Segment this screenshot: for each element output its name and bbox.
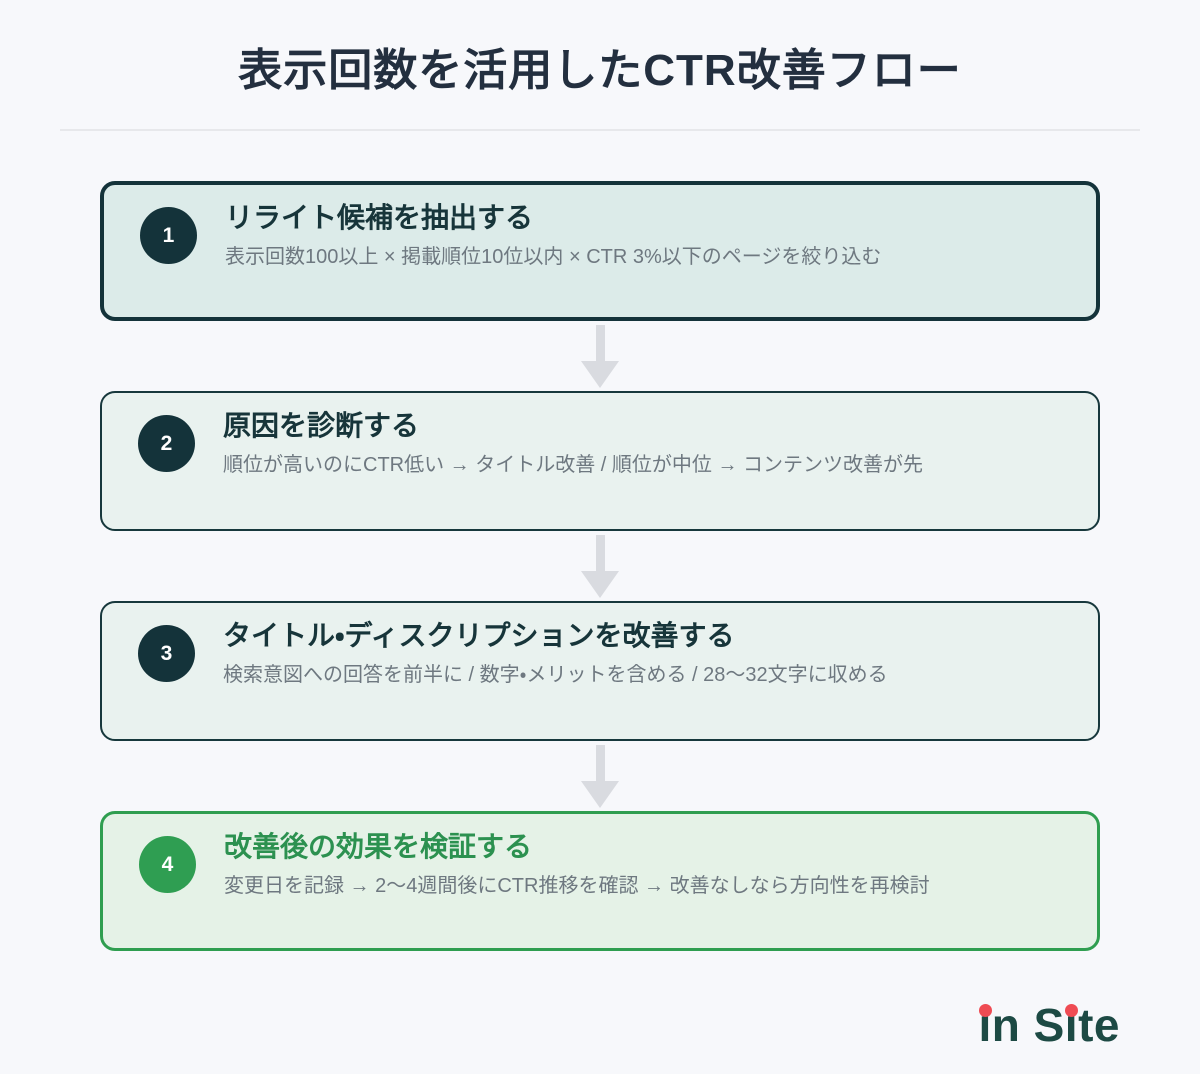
step-text: 原因を診断する 順位が高いのにCTR低い → タイトル改善 / 順位が中位 → … — [223, 409, 923, 479]
arrow-head — [581, 780, 619, 808]
arrow-down-icon — [100, 531, 1100, 601]
step-number-badge: 3 — [138, 625, 195, 683]
step-description: 検索意図への回答を前半に / 数字・メリットを含める / 28〜32文字に収める — [223, 663, 888, 686]
step-title: 改善後の効果を検証する — [224, 831, 533, 862]
step-row: 3 タイトル・ディスクリプションを改善する 検索意図への回答を前半に / 数字・… — [138, 619, 1068, 689]
arrow-shaft — [595, 744, 605, 781]
title-divider — [60, 129, 1140, 131]
step-card-1: 1 リライト候補を抽出する 表示回数100以上 × 掲載順位10位以内 × CT… — [100, 181, 1100, 321]
step-description: 表示回数100以上 × 掲載順位10位以内 × CTR 3%以下のページを絞り込… — [225, 245, 882, 268]
step-title: リライト候補を抽出する — [225, 202, 534, 233]
arrow-shaft — [595, 534, 605, 571]
step-description: 順位が高いのにCTR低い → タイトル改善 / 順位が中位 → コンテンツ改善が… — [223, 453, 923, 476]
flow-steps: 1 リライト候補を抽出する 表示回数100以上 × 掲載順位10位以内 × CT… — [100, 181, 1100, 951]
step-description: 変更日を記録 → 2〜4週間後にCTR推移を確認 → 改善なしなら方向性を再検討 — [224, 874, 930, 897]
step-number-badge: 4 — [139, 836, 196, 894]
arrow-down-icon — [100, 321, 1100, 391]
step-card-4: 4 改善後の効果を検証する 変更日を記録 → 2〜4週間後にCTR推移を確認 →… — [100, 811, 1100, 951]
arrow-head — [581, 360, 619, 388]
infographic-page: 表示回数を活用したCTR改善フロー 1 リライト候補を抽出する 表示回数100以… — [0, 34, 1200, 1048]
step-card-3: 3 タイトル・ディスクリプションを改善する 検索意図への回答を前半に / 数字・… — [100, 601, 1100, 741]
step-number-badge: 1 — [140, 207, 197, 265]
arrow-shaft — [595, 324, 605, 361]
step-number-badge: 2 — [138, 415, 195, 473]
arrow-head — [581, 570, 619, 598]
step-row: 4 改善後の効果を検証する 変更日を記録 → 2〜4週間後にCTR推移を確認 →… — [139, 830, 1067, 900]
step-card-2: 2 原因を診断する 順位が高いのにCTR低い → タイトル改善 / 順位が中位 … — [100, 391, 1100, 531]
step-text: 改善後の効果を検証する 変更日を記録 → 2〜4週間後にCTR推移を確認 → 改… — [224, 830, 930, 900]
step-title: タイトル・ディスクリプションを改善する — [223, 620, 735, 651]
step-row: 2 原因を診断する 順位が高いのにCTR低い → タイトル改善 / 順位が中位 … — [138, 409, 1068, 479]
step-row: 1 リライト候補を抽出する 表示回数100以上 × 掲載順位10位以内 × CT… — [140, 201, 1066, 271]
logo: ın Sıte — [978, 999, 1120, 1051]
page-title: 表示回数を活用したCTR改善フロー — [238, 46, 962, 95]
step-text: タイトル・ディスクリプションを改善する 検索意図への回答を前半に / 数字・メリ… — [223, 619, 888, 689]
step-title: 原因を診断する — [223, 410, 420, 441]
step-text: リライト候補を抽出する 表示回数100以上 × 掲載順位10位以内 × CTR … — [225, 201, 881, 271]
arrow-down-icon — [100, 741, 1100, 811]
